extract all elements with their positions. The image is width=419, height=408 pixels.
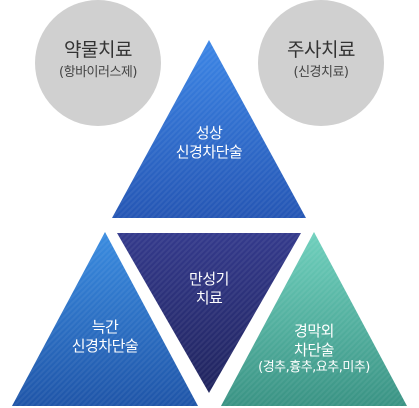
- circle-medication-subtitle: (항바이러스제): [59, 64, 137, 80]
- triangle-top-line-1: 성상: [195, 124, 223, 142]
- triangle-right-line-1: 경막외: [294, 322, 334, 340]
- triangle-left-line-2: 신경차단술: [71, 336, 139, 355]
- triangle-left-label: 늑간 신경차단술: [45, 318, 165, 356]
- triangle-center-label: 만성기 치료: [159, 270, 259, 308]
- circle-medication: [35, 0, 161, 126]
- triangle-right-line-3: (경추,흉추,요추,미추): [258, 359, 370, 375]
- circle-injection-label: 주사치료 (신경치료): [258, 39, 384, 81]
- triangle-center-line-2: 치료: [195, 288, 223, 307]
- triangle-center-line-1: 만성기: [189, 270, 229, 288]
- circle-medication-label: 약물치료 (항바이러스제): [35, 39, 161, 81]
- triangle-left-line-1: 늑간: [91, 318, 119, 336]
- circle-injection-title: 주사치료: [287, 39, 355, 61]
- circle-medication-title: 약물치료: [64, 39, 132, 61]
- circle-injection: [258, 0, 384, 126]
- triangle-top-line-2: 신경차단술: [175, 142, 243, 161]
- triangle-right-label: 경막외 차단술 (경추,흉추,요추,미추): [244, 322, 384, 376]
- triangle-right-line-2: 차단술: [294, 340, 334, 359]
- circle-injection-subtitle: (신경치료): [293, 64, 349, 80]
- triangle-top-label: 성상 신경차단술: [149, 124, 269, 162]
